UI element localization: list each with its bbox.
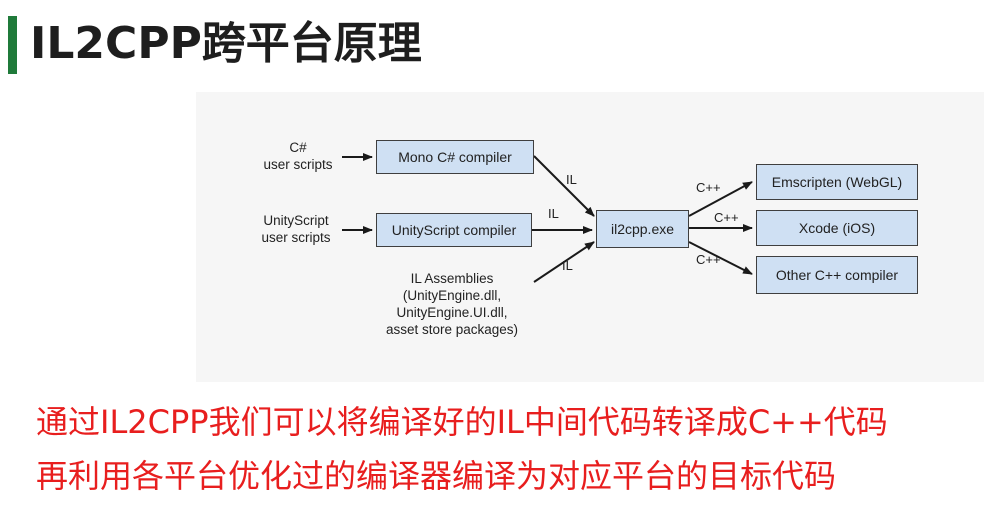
slide-title: IL2CPP跨平台原理 — [30, 18, 422, 69]
caption-line-2: 再利用各平台优化过的编译器编译为对应平台的目标代码 — [36, 457, 837, 495]
node-il2cpp: il2cpp.exe — [596, 210, 689, 248]
edge-label-cpp-bottom: C++ — [696, 252, 721, 267]
input-csharp: C# user scripts — [263, 140, 333, 172]
arrow-mono-to-il2cpp — [533, 155, 595, 217]
node-unityscript-compiler: UnityScript compiler — [376, 213, 532, 247]
arrow-assemblies-to-il2cpp — [533, 241, 595, 283]
il2cpp-diagram: C# user scripts UnityScript user scripts… — [196, 92, 984, 382]
edge-label-cpp-middle: C++ — [714, 210, 739, 225]
arrow-il2cpp-to-other — [688, 241, 753, 275]
edge-label-il-top: IL — [566, 172, 577, 187]
input-il-assemblies: IL Assemblies (UnityEngine.dll, UnityEng… — [385, 271, 519, 337]
title-accent-bar — [8, 16, 17, 74]
edge-label-il-middle: IL — [548, 206, 559, 221]
node-emscripten: Emscripten (WebGL) — [756, 164, 918, 200]
node-mono-compiler: Mono C# compiler — [376, 140, 534, 174]
caption-line-1: 通过IL2CPP我们可以将编译好的IL中间代码转译成C++代码 — [36, 403, 888, 441]
edge-label-il-bottom: IL — [562, 258, 573, 273]
edge-label-cpp-top: C++ — [696, 180, 721, 195]
input-unityscript: UnityScript user scripts — [261, 213, 331, 245]
node-xcode: Xcode (iOS) — [756, 210, 918, 246]
arrow-il2cpp-to-emscripten — [688, 181, 753, 217]
node-other-cpp-compiler: Other C++ compiler — [756, 256, 918, 294]
diagram-arrows — [342, 153, 753, 283]
